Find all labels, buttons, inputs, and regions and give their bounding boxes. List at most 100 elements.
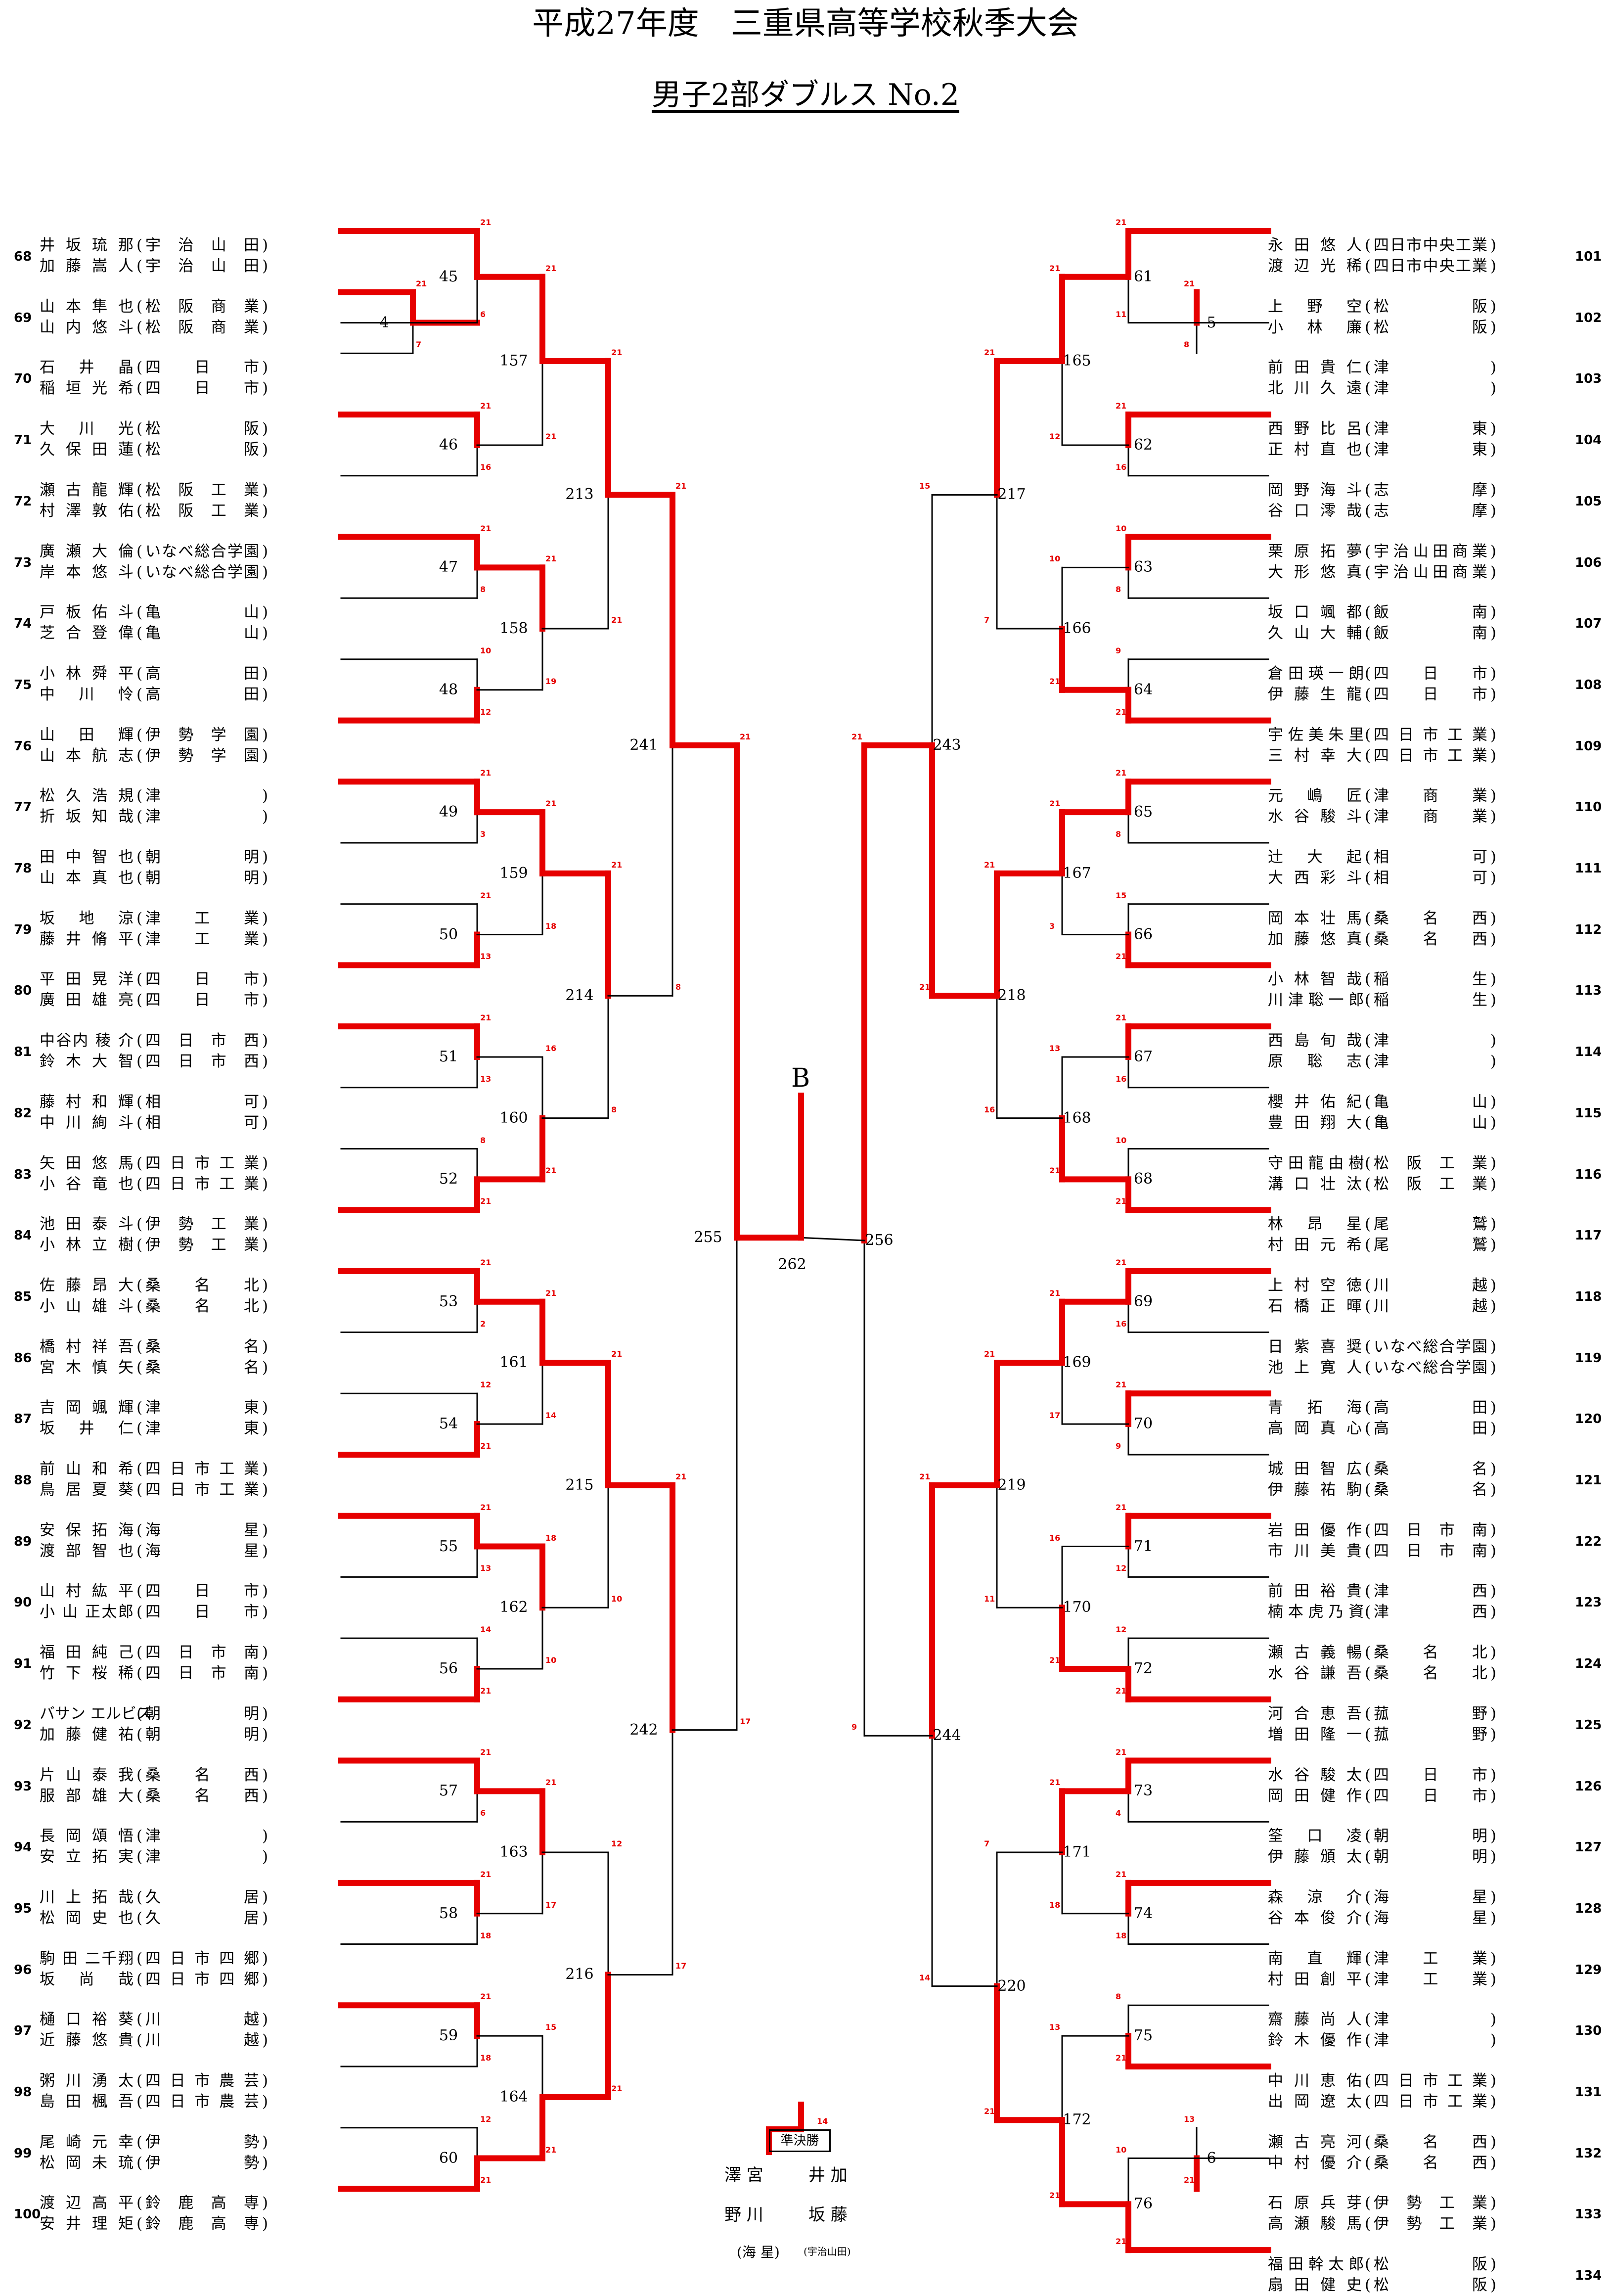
paren-close: ) <box>262 1949 268 1968</box>
player-row: 大 川 光(松 阪) <box>40 419 271 439</box>
paren-open: ( <box>1364 930 1371 948</box>
paren-open: ( <box>136 1460 143 1478</box>
player-row: 平 田 晃 洋(四 日 市) <box>40 969 271 989</box>
entry-seed: 122 <box>1575 1534 1602 1549</box>
player-name: 鈴 木 優 作 <box>1268 2031 1362 2050</box>
paren-close: ) <box>262 603 268 622</box>
entry-seed: 133 <box>1575 2207 1602 2222</box>
player-row: 竹 下 桜 稀(四 日 市 南) <box>40 1663 271 1683</box>
entry-seed: 124 <box>1575 1656 1602 1672</box>
r-r2-171-score-bottom: 18 <box>1049 1900 1061 1910</box>
paren-open: ( <box>1364 808 1371 826</box>
l-r1-49-score-bottom: 3 <box>480 829 486 839</box>
entry-seed: 82 <box>14 1105 32 1121</box>
player-school: 四日市工業 <box>1374 726 1487 744</box>
r-r4-244-score-bottom: 14 <box>919 1973 931 1982</box>
player-name: 谷 本 俊 介 <box>1268 1909 1362 1927</box>
player-name: 元 嶋 匠 <box>1268 787 1362 805</box>
player-name: 渡 辺 光 稀 <box>1268 257 1362 275</box>
r-r1-75-number: 75 <box>1133 2027 1153 2045</box>
paren-open: ( <box>136 1970 143 1988</box>
player-row: 渡 部 智 也(海 星) <box>40 1541 271 1561</box>
player-name: 伊 藤 祐 駒 <box>1268 1481 1362 1499</box>
page-subtitle: 男子2部ダブルス No.2 <box>0 75 1611 115</box>
r-r1-69-number: 69 <box>1133 1292 1153 1310</box>
player-name: 栗 原 拓 夢 <box>1268 542 1362 560</box>
r-r1-67-score-bottom: 16 <box>1116 1074 1127 1084</box>
player-name: 加 藤 悠 真 <box>1268 930 1362 948</box>
player-school: 四 日 市 <box>1374 685 1487 703</box>
player-school: 津 <box>1374 2011 1389 2029</box>
paren-close: ) <box>1490 930 1497 948</box>
paren-close: ) <box>1490 441 1497 459</box>
prelim-match-score-bottom: 7 <box>416 340 422 350</box>
entry-seed: 83 <box>14 1167 32 1182</box>
l-r1-49-score-top: 21 <box>480 768 492 778</box>
player-name: 坂 地 涼 <box>40 909 134 927</box>
paren-open: ( <box>136 420 143 438</box>
paren-close: ) <box>262 2072 268 2090</box>
player-row: 山 内 悠 斗(松 阪 商 業) <box>40 318 271 337</box>
paren-open: ( <box>1364 1093 1371 1111</box>
player-school: いなべ総合学園 <box>1374 1358 1487 1377</box>
player-school: 宇 治 山 田 <box>145 236 259 254</box>
player-row: 三 村 幸 大(四日市工業) <box>1268 746 1499 766</box>
paren-open: ( <box>136 1154 143 1172</box>
l-r1-46-score-bottom: 16 <box>480 462 492 472</box>
player-school: 松 阪 工 業 <box>145 481 259 499</box>
paren-open: ( <box>136 2215 143 2233</box>
entry-seed: 103 <box>1575 371 1602 387</box>
semifinal-score: 14 <box>817 2116 828 2126</box>
player-name: 折 坂 知 哉 <box>40 808 134 826</box>
paren-close: ) <box>1490 1766 1497 1784</box>
l-r2-158-score-top: 21 <box>545 554 557 564</box>
player-name: 鳥 居 夏 葵 <box>40 1481 134 1499</box>
player-school: 桑 名 <box>1374 1481 1487 1499</box>
r-r1-66-number: 66 <box>1133 925 1153 943</box>
player-school: 四日市工業 <box>145 1154 259 1172</box>
r-r5-256-score-top: 21 <box>851 732 863 741</box>
player-row: 片 山 泰 我(桑 名 西) <box>40 1765 271 1785</box>
r-r2-165-number: 165 <box>1063 352 1091 369</box>
paren-close: ) <box>262 1970 268 1988</box>
paren-close: ) <box>1490 1215 1497 1234</box>
semifinal-team1-school: (海 星) <box>737 2244 780 2260</box>
player-name: 長 岡 頌 悟 <box>40 1827 134 1845</box>
player-school: 海 星 <box>145 1521 259 1539</box>
entry-seed: 91 <box>14 1656 32 1672</box>
player-name: 林 昂 星 <box>1268 1215 1362 1234</box>
l-r3-214-score-top: 21 <box>611 860 623 870</box>
player-school: 津 <box>1374 1053 1389 1071</box>
player-school: 飯 南 <box>1374 624 1487 643</box>
paren-open: ( <box>136 1787 143 1805</box>
paren-close: ) <box>262 420 268 438</box>
player-name: 駒 田 二千翔 <box>40 1949 134 1968</box>
entry-seed: 121 <box>1575 1473 1602 1488</box>
paren-close: ) <box>1490 1276 1497 1294</box>
paren-close: ) <box>1490 1113 1497 1132</box>
player-name: 小 林 舜 平 <box>40 664 134 683</box>
paren-close: ) <box>262 2011 268 2029</box>
player-row: 折 坂 知 哉(津) <box>40 807 271 827</box>
player-school: 伊 勢 <box>145 2133 259 2151</box>
paren-open: ( <box>1364 1949 1371 1968</box>
l-r3-215-score-top: 21 <box>611 1349 623 1359</box>
player-school: 朝 明 <box>1374 1848 1487 1866</box>
player-school: 四日市中央工業 <box>1374 236 1487 254</box>
player-name: 岩 田 優 作 <box>1268 1521 1362 1539</box>
paren-close: ) <box>262 297 268 316</box>
player-row: 伊 藤 祐 駒(桑 名) <box>1268 1480 1499 1500</box>
r-r2-167-score-top: 21 <box>1049 799 1061 809</box>
player-school: 津 <box>1374 379 1389 398</box>
